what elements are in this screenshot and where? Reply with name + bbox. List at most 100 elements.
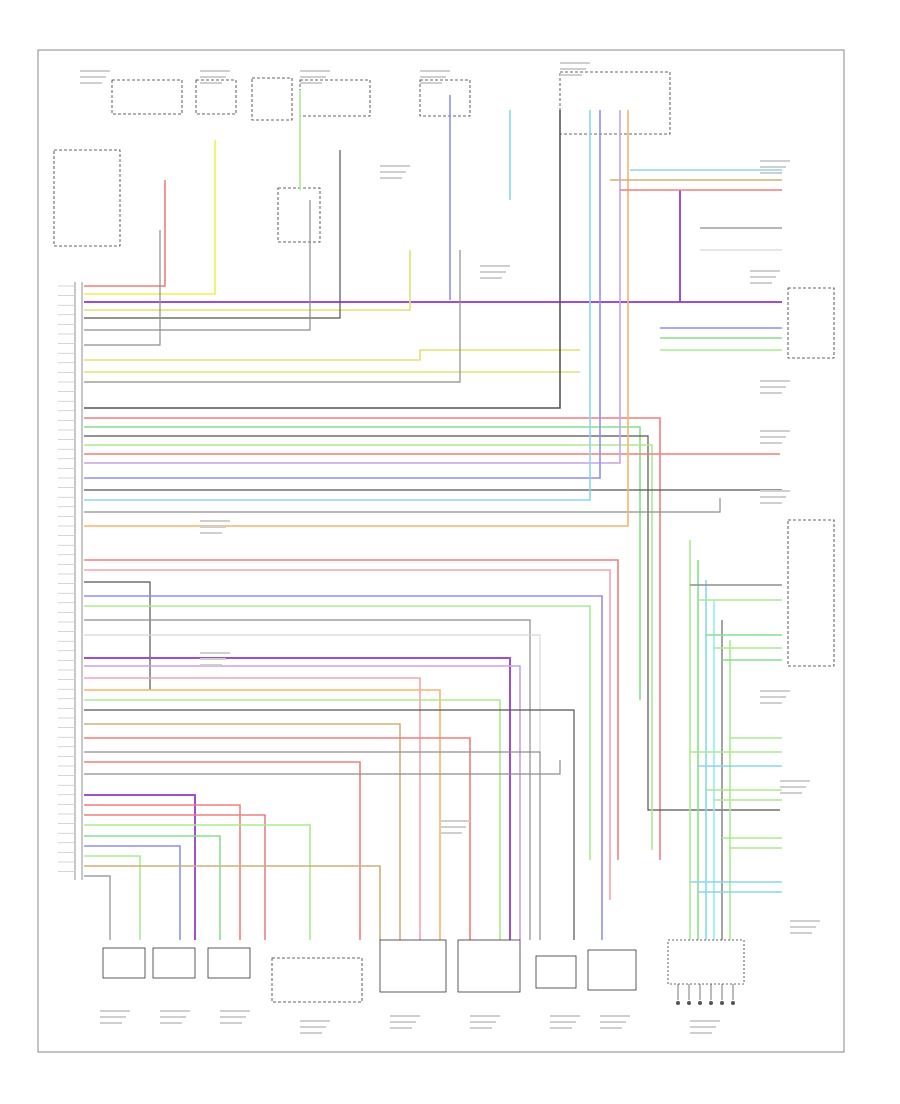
wire-gray-48 xyxy=(84,875,111,940)
illegible-label xyxy=(760,496,786,498)
illegible-label xyxy=(760,490,790,492)
illegible-label xyxy=(100,1010,130,1012)
ground-points xyxy=(676,984,735,1005)
illegible-label xyxy=(390,1021,416,1023)
wire-yellow-1 xyxy=(84,140,216,295)
wire-red-42 xyxy=(84,814,266,940)
illegible-label xyxy=(760,502,782,504)
wire-red-38 xyxy=(84,761,361,940)
wire-gray_dark-34 xyxy=(84,709,575,940)
ecm-pin-stubs xyxy=(58,285,74,872)
wire-red-0 xyxy=(84,180,166,287)
illegible-label xyxy=(160,1010,190,1012)
illegible-label xyxy=(760,392,782,394)
illegible-label xyxy=(600,1021,626,1023)
wire-gray-39 xyxy=(84,760,561,775)
ecm-bottom-connector xyxy=(667,939,745,985)
illegible-label xyxy=(390,1015,420,1017)
ground-symbol xyxy=(676,984,680,1005)
illegible-label xyxy=(300,76,326,78)
illegible-label xyxy=(160,1022,182,1024)
illegible-label xyxy=(420,70,450,72)
illegible-label xyxy=(100,1022,122,1024)
illegible-label xyxy=(200,658,226,660)
illegible-label xyxy=(380,171,406,173)
illegible-label xyxy=(300,70,330,72)
wire-gray-6 xyxy=(84,230,161,346)
illegible-label xyxy=(760,702,782,704)
illegible-label xyxy=(690,1020,720,1022)
wire-blue-45 xyxy=(84,845,181,940)
fuse-block-c xyxy=(419,79,471,117)
illegible-label xyxy=(750,276,776,278)
illegible-label xyxy=(300,82,322,84)
illegible-label xyxy=(440,826,466,828)
illegible-label xyxy=(200,664,222,666)
wire-pink-23 xyxy=(84,569,611,900)
illegible-label xyxy=(790,926,816,928)
wire-gray-5 xyxy=(84,200,311,331)
illegible-label xyxy=(80,82,102,84)
illegible-label xyxy=(750,270,780,272)
illegible-label xyxy=(420,82,442,84)
wire-tan-47 xyxy=(84,865,381,940)
wire-light_green-33 xyxy=(84,699,501,940)
wire-purple-40 xyxy=(84,794,196,940)
illegible-label xyxy=(200,652,230,654)
illegible-label xyxy=(480,265,510,267)
wire-light_green-14 xyxy=(84,444,653,850)
ground-symbol xyxy=(687,984,691,1005)
illegible-label xyxy=(380,177,402,179)
speed-sensor-2 xyxy=(207,947,251,979)
brake-switch xyxy=(787,287,835,359)
illegible-label xyxy=(80,70,110,72)
illegible-label xyxy=(780,792,802,794)
wire-light_green-46 xyxy=(84,855,141,940)
illegible-label xyxy=(420,76,446,78)
illegible-label xyxy=(200,520,230,522)
illegible-label xyxy=(550,1027,572,1029)
wire-white-28 xyxy=(84,634,541,770)
illegible-label xyxy=(780,780,810,782)
wire-gray-20 xyxy=(84,498,721,513)
wire-green-12 xyxy=(84,426,641,700)
top-components xyxy=(53,71,835,667)
speed-sensor-1 xyxy=(152,947,196,979)
illegible-label xyxy=(200,82,222,84)
illegible-label xyxy=(560,74,582,76)
illegible-label xyxy=(480,271,506,273)
illegible-label xyxy=(550,1015,580,1017)
bottom-components xyxy=(102,939,745,1005)
wire-yellow_black-3 xyxy=(84,250,411,311)
ground-symbol xyxy=(709,984,713,1005)
illegible-label xyxy=(760,430,790,432)
illegible-label xyxy=(160,1016,186,1018)
illegible-label xyxy=(760,386,786,388)
illegible-label xyxy=(390,1027,412,1029)
wire-gray_dark-4 xyxy=(84,150,341,319)
wire-red-22 xyxy=(84,559,619,860)
wire-light_blue-19 xyxy=(84,110,591,501)
illegible-label xyxy=(200,526,226,528)
illegible-label xyxy=(760,442,782,444)
illegible-label xyxy=(690,1032,712,1034)
illegible-label xyxy=(80,76,106,78)
wire-green-44 xyxy=(84,835,221,940)
illegible-label xyxy=(790,932,812,934)
illegible-label xyxy=(750,282,772,284)
shift-solenoid-assembly xyxy=(271,957,363,1003)
illegible-label xyxy=(760,166,786,168)
illegible-label xyxy=(470,1015,500,1017)
illegible-label xyxy=(470,1027,492,1029)
wire-blue-17 xyxy=(84,110,601,479)
illegible-label xyxy=(220,1010,250,1012)
illegible-label xyxy=(560,62,590,64)
wire-orange-32 xyxy=(84,689,441,940)
wire-gray_dark-13 xyxy=(84,435,780,811)
illegible-label xyxy=(300,1032,322,1034)
wire-gray-37 xyxy=(84,751,541,940)
throttle-position-sensor xyxy=(379,939,447,993)
illegible-label xyxy=(380,165,410,167)
wire-blue-25 xyxy=(84,595,603,940)
